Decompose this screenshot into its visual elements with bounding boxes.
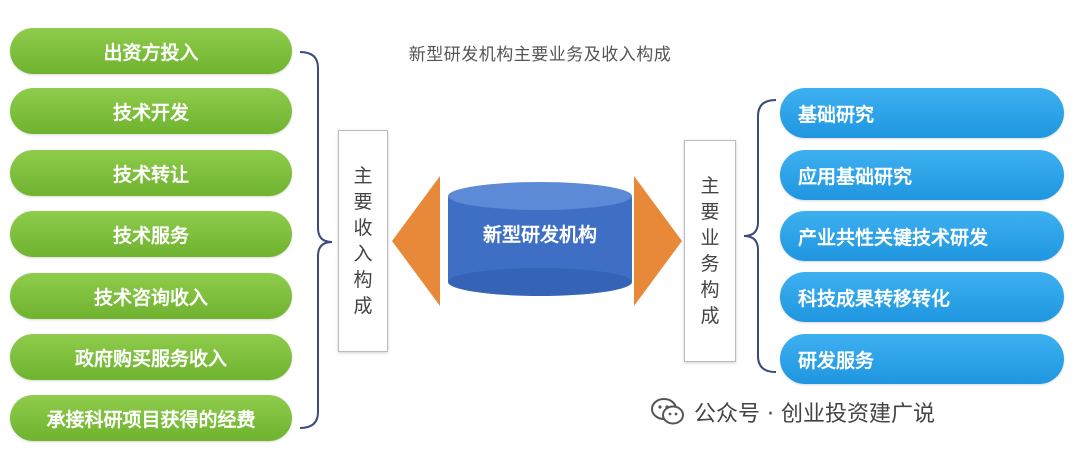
business-item: 产业共性关键技术研发 <box>780 211 1064 261</box>
watermark-text: 公众号 · 创业投资建广说 <box>694 402 935 427</box>
income-box-char: 收 <box>353 217 373 239</box>
business-box-char: 业 <box>700 227 720 249</box>
income-item: 技术服务 <box>10 211 292 257</box>
income-item: 技术开发 <box>10 88 292 134</box>
business-composition-box: 主 要 业 务 构 成 <box>684 140 736 362</box>
left-bracket <box>299 51 333 429</box>
watermark: 公众号 · 创业投资建广说 <box>650 392 935 432</box>
income-composition-box: 主 要 收 入 构 成 <box>338 130 388 352</box>
business-item: 科技成果转移转化 <box>780 272 1064 322</box>
income-item: 出资方投入 <box>10 28 292 74</box>
right-bracket <box>743 99 777 373</box>
income-box-char: 主 <box>353 165 373 187</box>
wechat-icon <box>651 398 684 425</box>
center-cylinder <box>448 182 632 296</box>
income-box-char: 成 <box>353 295 373 317</box>
income-item: 技术转让 <box>10 150 292 196</box>
income-box-char: 要 <box>353 191 373 213</box>
business-box-char: 要 <box>700 201 720 223</box>
business-box-char: 成 <box>700 305 720 327</box>
business-box-char: 务 <box>700 253 720 275</box>
income-box-char: 构 <box>353 269 373 291</box>
left-arrow <box>392 176 440 306</box>
center-label: 新型研发机构 <box>482 224 597 246</box>
business-item: 应用基础研究 <box>780 150 1064 200</box>
income-box-char: 入 <box>353 243 373 265</box>
business-item: 研发服务 <box>780 334 1064 384</box>
income-item: 政府购买服务收入 <box>10 334 292 380</box>
business-item: 基础研究 <box>780 88 1064 138</box>
business-box-char: 构 <box>700 279 720 301</box>
diagram-title: 新型研发机构主要业务及收入构成 <box>408 45 672 65</box>
income-item: 承接科研项目获得的经费 <box>10 395 292 441</box>
income-item: 技术咨询收入 <box>10 273 292 319</box>
business-box-char: 主 <box>700 175 720 197</box>
right-arrow <box>634 176 682 306</box>
